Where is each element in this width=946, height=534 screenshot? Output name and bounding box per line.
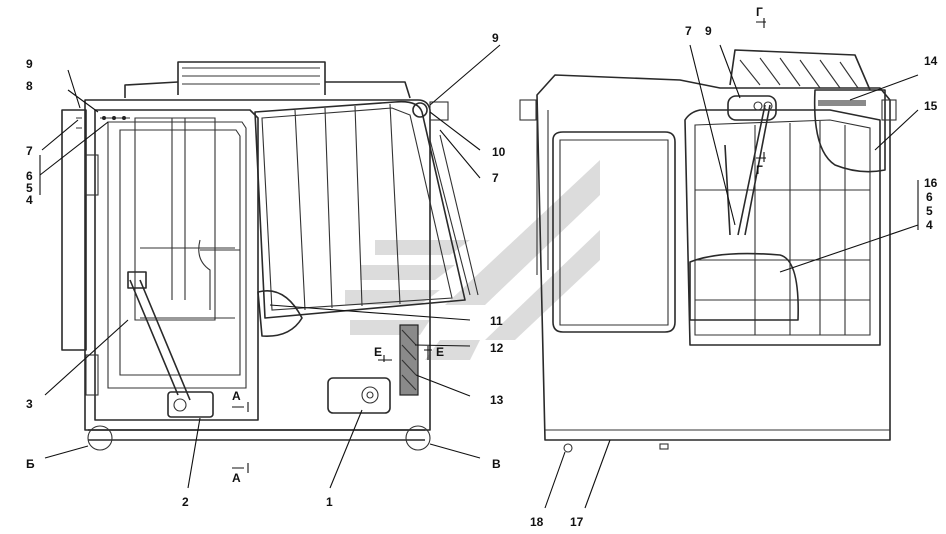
callouts-right: 7 9 14 15 16 6 5 4 18 17	[530, 24, 938, 529]
view-a-bottom: А	[232, 471, 241, 485]
cab-right-view	[519, 49, 897, 453]
circle-b	[87, 425, 113, 451]
wiper-right	[724, 104, 771, 236]
rear-window	[552, 131, 676, 333]
view-e-right: Е	[436, 345, 444, 359]
sun-visor	[813, 89, 886, 173]
callout-14: 14	[924, 54, 938, 68]
callout-15: 15	[924, 99, 938, 113]
callout-7a: 7	[26, 144, 33, 158]
callouts-left: 9 8 7 6 5 4 9 10 7 11 12 13 3 2 1	[26, 31, 506, 509]
seat-right	[689, 252, 799, 321]
callout-9b: 9	[492, 31, 499, 45]
seat-cushion	[257, 290, 303, 337]
callout-12: 12	[490, 341, 504, 355]
callout-9a: 9	[26, 57, 33, 71]
wiper-motor	[167, 391, 214, 418]
callout-5: 5	[26, 181, 33, 195]
callout-4: 4	[26, 193, 33, 207]
view-b: Б	[26, 457, 35, 471]
view-g-top: Г	[756, 5, 763, 19]
callout-1: 1	[326, 495, 333, 509]
roof-rack	[177, 61, 326, 95]
wiper-motor-right	[727, 95, 777, 121]
callout-2: 2	[182, 495, 189, 509]
cab-body-right	[536, 74, 891, 441]
leader-lines	[39, 44, 919, 509]
cab-windshield	[254, 100, 466, 319]
cab-left-view	[61, 61, 479, 451]
callout-r5: 5	[926, 204, 933, 218]
callout-6: 6	[26, 169, 33, 183]
callout-17: 17	[570, 515, 584, 529]
callout-7b: 7	[492, 171, 499, 185]
callout-16: 16	[924, 176, 938, 190]
cab-body	[84, 99, 431, 431]
callout-10: 10	[492, 145, 506, 159]
view-g-mid: Г	[756, 163, 763, 177]
cab-door	[94, 109, 259, 421]
callout-8: 8	[26, 79, 33, 93]
left-side-panel	[61, 109, 87, 351]
callout-3: 3	[26, 397, 33, 411]
callout-r9: 9	[705, 24, 712, 38]
callout-r6: 6	[926, 190, 933, 204]
callout-18: 18	[530, 515, 544, 529]
view-v: В	[492, 457, 501, 471]
circle-v	[405, 425, 431, 451]
roof-top	[124, 81, 411, 99]
callout-11: 11	[490, 314, 503, 328]
cab-door-right	[684, 109, 881, 346]
cab-lamp	[412, 102, 428, 118]
callout-r7: 7	[685, 24, 692, 38]
view-marks: А А Б В Е Е Г Г	[26, 5, 766, 485]
watermark-logo	[345, 160, 600, 360]
roof-basket	[729, 49, 871, 91]
view-a-top: А	[232, 389, 241, 403]
view-e-left: Е	[374, 345, 382, 359]
wiper-arm	[129, 279, 191, 401]
heater-unit	[327, 377, 391, 414]
cab-floor	[88, 429, 425, 441]
callout-13: 13	[490, 393, 504, 407]
callout-r4: 4	[926, 218, 933, 232]
